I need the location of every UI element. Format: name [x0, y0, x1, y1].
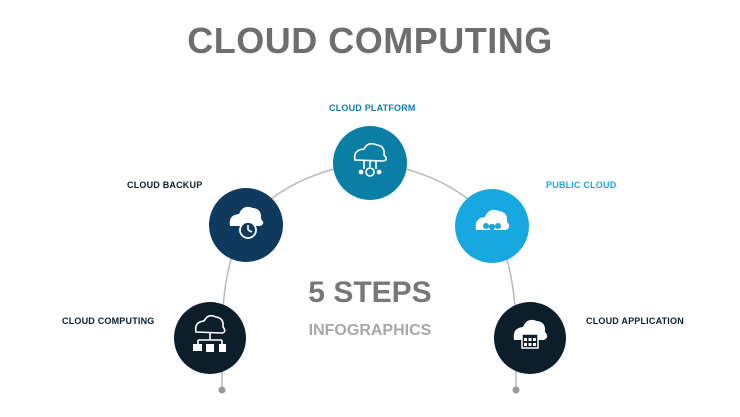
- cloud-network-icon: [353, 142, 388, 177]
- center-heading: 5 STEPS: [308, 276, 432, 309]
- step-label-cloud-backup: CLOUD BACKUP: [127, 180, 203, 190]
- step-circle-cloud-platform: [333, 126, 407, 200]
- step-label-cloud-application: CLOUD APPLICATION: [586, 316, 684, 326]
- step-circle-cloud-computing: [174, 302, 246, 374]
- page-title: CLOUD COMPUTING: [187, 20, 553, 61]
- arc-end-dot-right: [512, 386, 520, 394]
- cloud-devices-icon: [193, 314, 226, 352]
- cloud-backup-icon: [229, 206, 264, 239]
- step-label-public-cloud: PUBLIC CLOUD: [546, 180, 617, 190]
- step-label-cloud-computing: CLOUD COMPUTING: [62, 316, 155, 326]
- center-subheading: INFOGRAPHICS: [308, 322, 432, 339]
- arc-end-dot-left: [218, 386, 226, 394]
- cloud-grid-icon: [513, 319, 548, 349]
- cloud-users-icon: [475, 209, 510, 238]
- step-circle-cloud-backup: [209, 188, 283, 262]
- step-circle-public-cloud: [455, 189, 529, 263]
- step-label-cloud-platform: CLOUD PLATFORM: [329, 103, 416, 113]
- step-circle-cloud-application: [494, 302, 566, 374]
